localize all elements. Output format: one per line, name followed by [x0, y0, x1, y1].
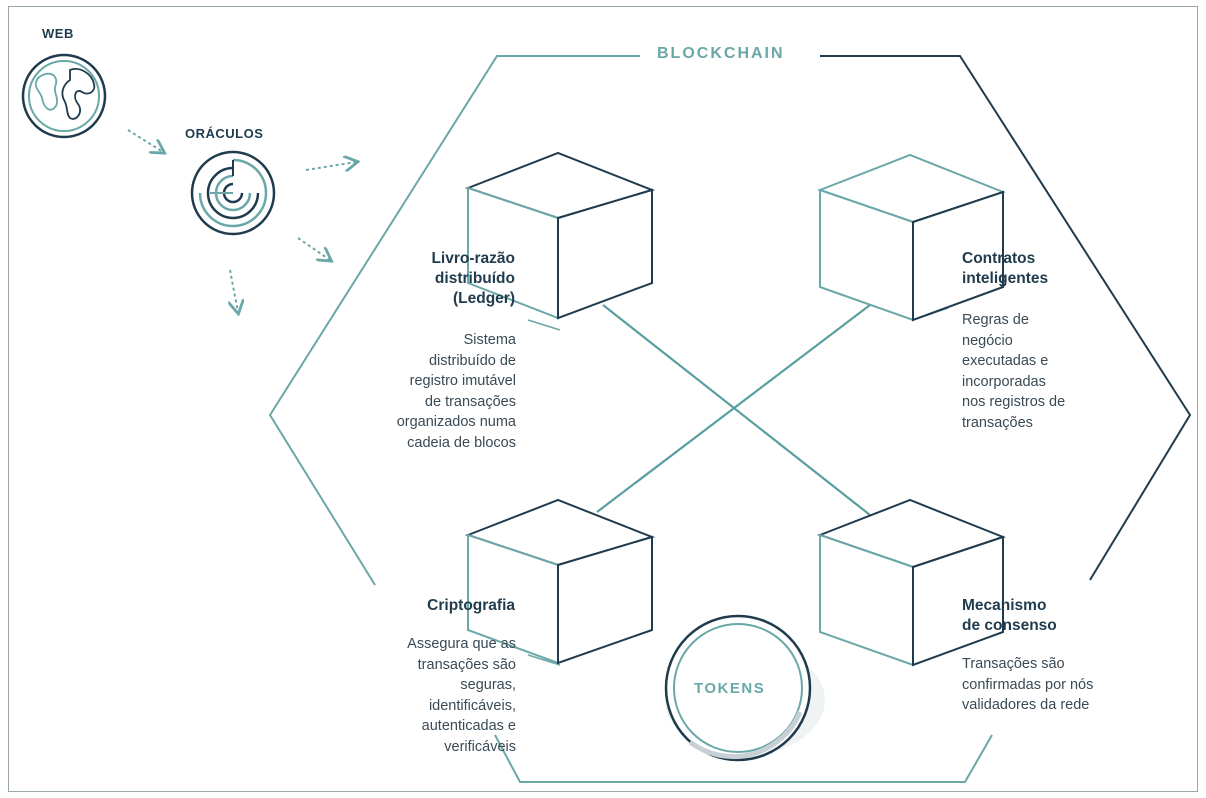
- tokens-label: TOKENS: [694, 680, 766, 697]
- diagram-frame: [8, 6, 1198, 792]
- connection-lines: [596, 304, 871, 516]
- maze-icon: [190, 150, 276, 236]
- ledger-description: Sistema distribuído de registro imutável…: [396, 332, 516, 451]
- oracles-label: ORÁCULOS: [185, 126, 264, 141]
- tokens-coin: [664, 614, 825, 762]
- consensus-title: Mecanismo de consenso: [962, 597, 1057, 634]
- blockchain-hexagon: [268, 55, 1192, 783]
- oracle-arrows: [127, 129, 356, 312]
- cube-cryptography: [465, 498, 656, 665]
- globe-icon: [21, 53, 107, 139]
- cryptography-title: Criptografia: [427, 597, 515, 614]
- cube-ledger: [465, 151, 656, 320]
- smart-contracts-title: Contratos inteligentes: [962, 250, 1049, 287]
- cryptography-description: Assegura que as transações são seguras, …: [407, 636, 516, 755]
- blockchain-title: BLOCKCHAIN: [657, 45, 785, 62]
- cube-consensus: [817, 498, 1006, 667]
- ledger-title: Livro-razão distribuído (Ledger): [431, 250, 515, 307]
- web-label: WEB: [42, 26, 74, 41]
- cube-smart-contracts: [817, 153, 1006, 322]
- consensus-description: Transações são confirmadas por nós valid…: [962, 656, 1094, 713]
- smart-contracts-description: Regras de negócio executadas e incorpora…: [962, 312, 1066, 431]
